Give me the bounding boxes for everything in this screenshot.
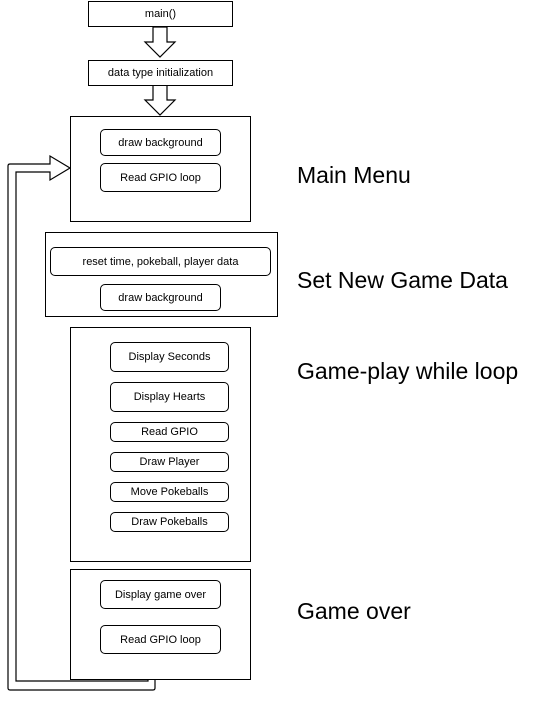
gameplay-display-hearts-label: Display Hearts: [133, 391, 206, 403]
gameplay-draw-player-label: Draw Player: [139, 456, 200, 468]
return-arrow-outline: [7, 154, 156, 691]
gameplay-draw-player: Draw Player: [110, 452, 229, 472]
new-game-reset: reset time, pokeball, player data: [50, 247, 271, 276]
down-arrow-1: [143, 26, 177, 58]
gameplay-title: Game-play while loop: [297, 358, 519, 384]
gameplay-display-hearts: Display Hearts: [110, 382, 229, 412]
new-game-draw-background-label: draw background: [118, 291, 203, 304]
new-game-draw-background: draw background: [100, 284, 221, 311]
game-over-read-gpio-loop: Read GPIO loop: [100, 625, 221, 654]
init-label: data type initialization: [107, 67, 214, 79]
game-over-display: Display game over: [100, 580, 221, 609]
game-over-read-gpio-loop-label: Read GPIO loop: [120, 633, 201, 646]
main-entry-label: main(): [144, 8, 177, 20]
game-over-display-label: Display game over: [114, 588, 207, 601]
gameplay-draw-pokeballs: Draw Pokeballs: [110, 512, 229, 532]
new-game-reset-label: reset time, pokeball, player data: [82, 255, 239, 268]
main-menu-draw-background: draw background: [100, 129, 221, 156]
gameplay-move-pokeballs-label: Move Pokeballs: [130, 486, 209, 498]
main-entry-box: main(): [88, 1, 233, 27]
gameplay-display-seconds: Display Seconds: [110, 342, 229, 372]
main-menu-read-gpio-loop: Read GPIO loop: [100, 163, 221, 192]
main-menu-title: Main Menu: [297, 162, 411, 188]
gameplay-display-seconds-label: Display Seconds: [128, 351, 211, 363]
gameplay-read-gpio: Read GPIO: [110, 422, 229, 442]
down-arrow-2: [143, 84, 177, 116]
gameplay-draw-pokeballs-label: Draw Pokeballs: [131, 516, 208, 528]
game-over-title: Game over: [297, 598, 411, 624]
gameplay-read-gpio-label: Read GPIO: [141, 426, 198, 438]
new-game-title: Set New Game Data: [297, 267, 508, 293]
gameplay-move-pokeballs: Move Pokeballs: [110, 482, 229, 502]
main-menu-read-gpio-loop-label: Read GPIO loop: [120, 171, 201, 184]
init-box: data type initialization: [88, 60, 233, 86]
main-menu-draw-background-label: draw background: [118, 136, 203, 149]
